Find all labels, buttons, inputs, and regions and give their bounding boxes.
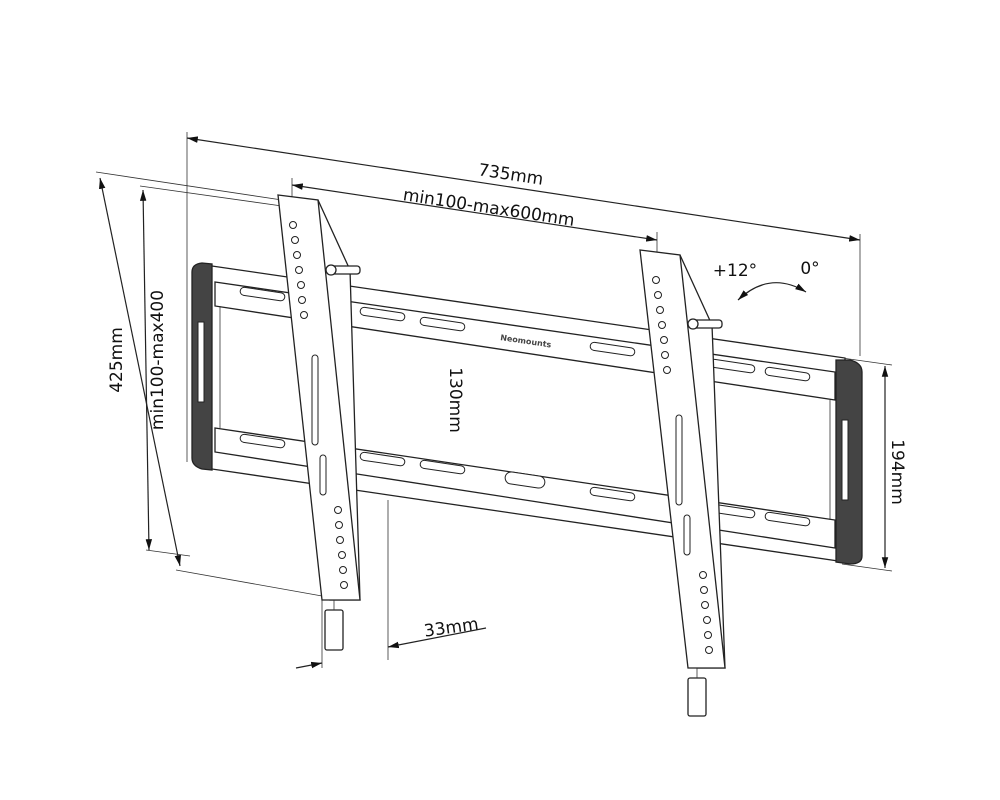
end-caps (191, 262, 863, 565)
label-wall-distance: 33mm (423, 614, 480, 641)
label-overall-width: 735mm (477, 160, 545, 190)
dim-33-left (295, 661, 323, 669)
dim-600 (291, 183, 658, 242)
dim-400 (139, 189, 153, 551)
label-overall-height: 425mm (107, 327, 127, 393)
label-vesa-vertical: min100-max400 (148, 290, 168, 430)
label-slot-spacing: 130mm (445, 367, 465, 433)
label-tilt-max: +12° (713, 261, 757, 281)
label-rail-height: 194mm (887, 439, 907, 505)
left-bracket (277, 194, 361, 651)
right-bracket (639, 249, 726, 717)
tilt-arrow-icon (737, 282, 807, 301)
label-tilt-min: 0° (800, 259, 819, 279)
rail-slots (239, 286, 811, 527)
label-vesa-horizontal: min100-max600mm (402, 185, 576, 231)
dim-33-right (387, 627, 487, 649)
